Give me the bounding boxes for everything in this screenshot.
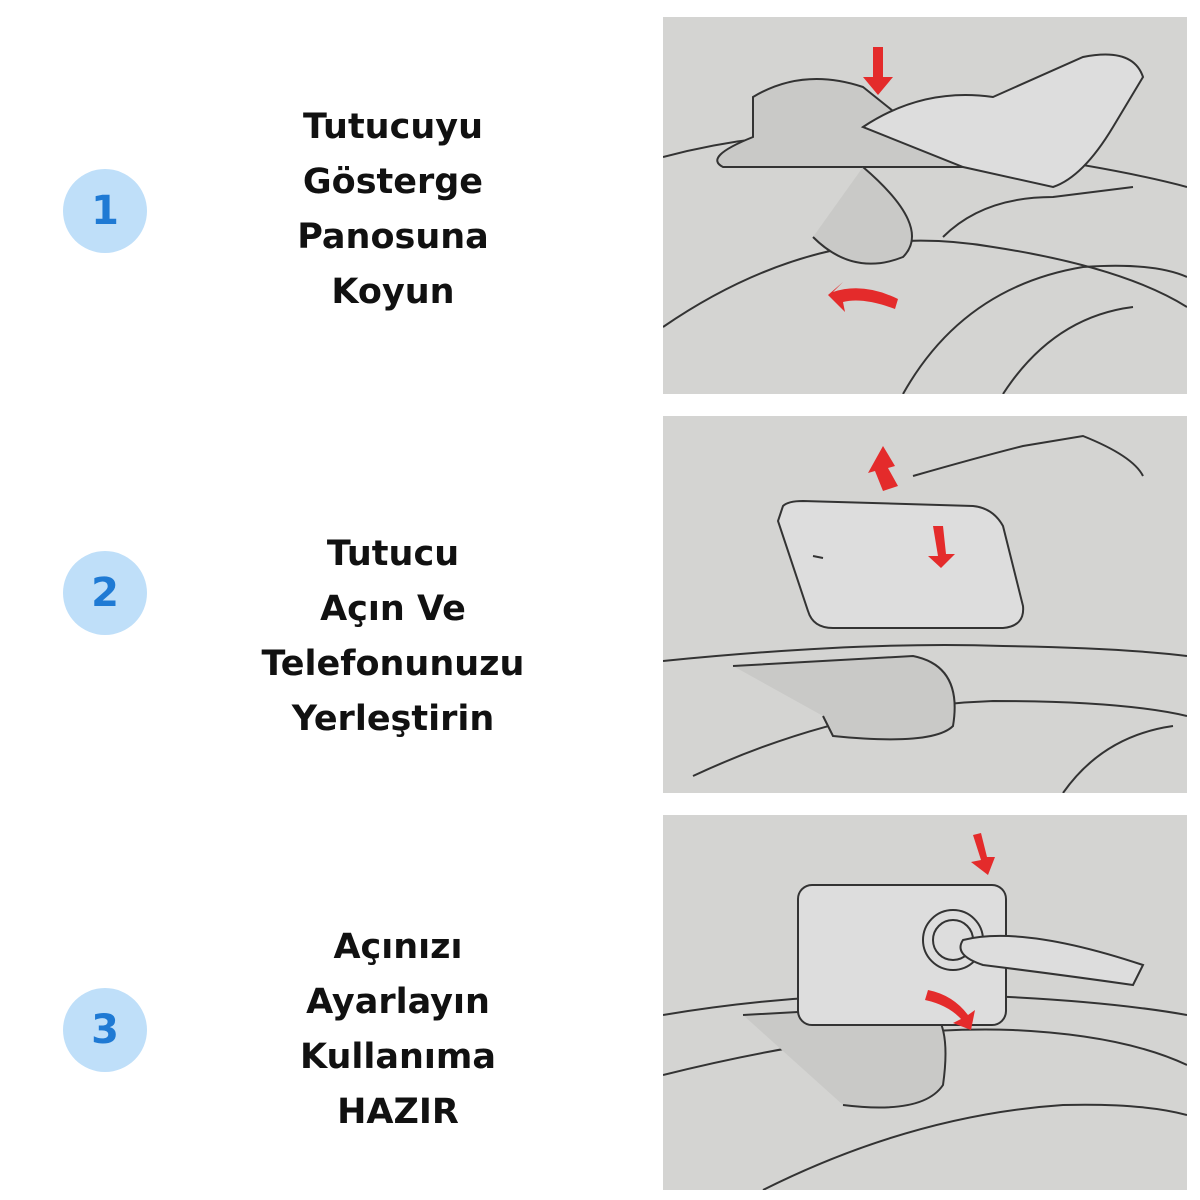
- step-3-illustration: [663, 815, 1187, 1190]
- step-instruction: Açınızı Ayarlayın Kullanıma HAZIR: [248, 920, 548, 1140]
- instruction-line: Yerleştirin: [291, 699, 495, 739]
- arrow-down-icon: [971, 833, 995, 875]
- instruction-line: Açın Ve: [320, 589, 466, 629]
- instruction-line: Tutucuyu: [303, 107, 483, 147]
- step-number-badge: 1: [63, 169, 147, 253]
- instruction-line: HAZIR: [337, 1092, 459, 1132]
- instruction-line: Koyun: [331, 272, 455, 312]
- arrow-down-icon: [928, 526, 955, 568]
- instruction-line: Kullanıma: [299, 1037, 497, 1077]
- instruction-line: Panosuna: [297, 217, 489, 257]
- step-instruction: Tutucuyu Gösterge Panosuna Koyun: [243, 100, 543, 320]
- instruction-line: Gösterge: [302, 162, 484, 202]
- arrow-rotate-icon: [925, 990, 975, 1030]
- step-number-badge: 3: [63, 988, 147, 1072]
- arrow-up-icon: [868, 446, 898, 491]
- instruction-line: Ayarlayın: [306, 982, 490, 1022]
- arrow-down-icon: [863, 47, 893, 95]
- step-instruction: Tutucu Açın Ve Telefonunuzu Yerleştirin: [243, 527, 543, 747]
- instruction-line: Açınızı: [333, 927, 463, 967]
- instruction-line: Telefonunuzu: [261, 644, 525, 684]
- arrow-rotate-icon: [828, 282, 898, 312]
- step-number-badge: 2: [63, 551, 147, 635]
- instruction-line: Tutucu: [326, 534, 460, 574]
- step-2-illustration: [663, 416, 1187, 793]
- step-1-illustration: [663, 17, 1187, 394]
